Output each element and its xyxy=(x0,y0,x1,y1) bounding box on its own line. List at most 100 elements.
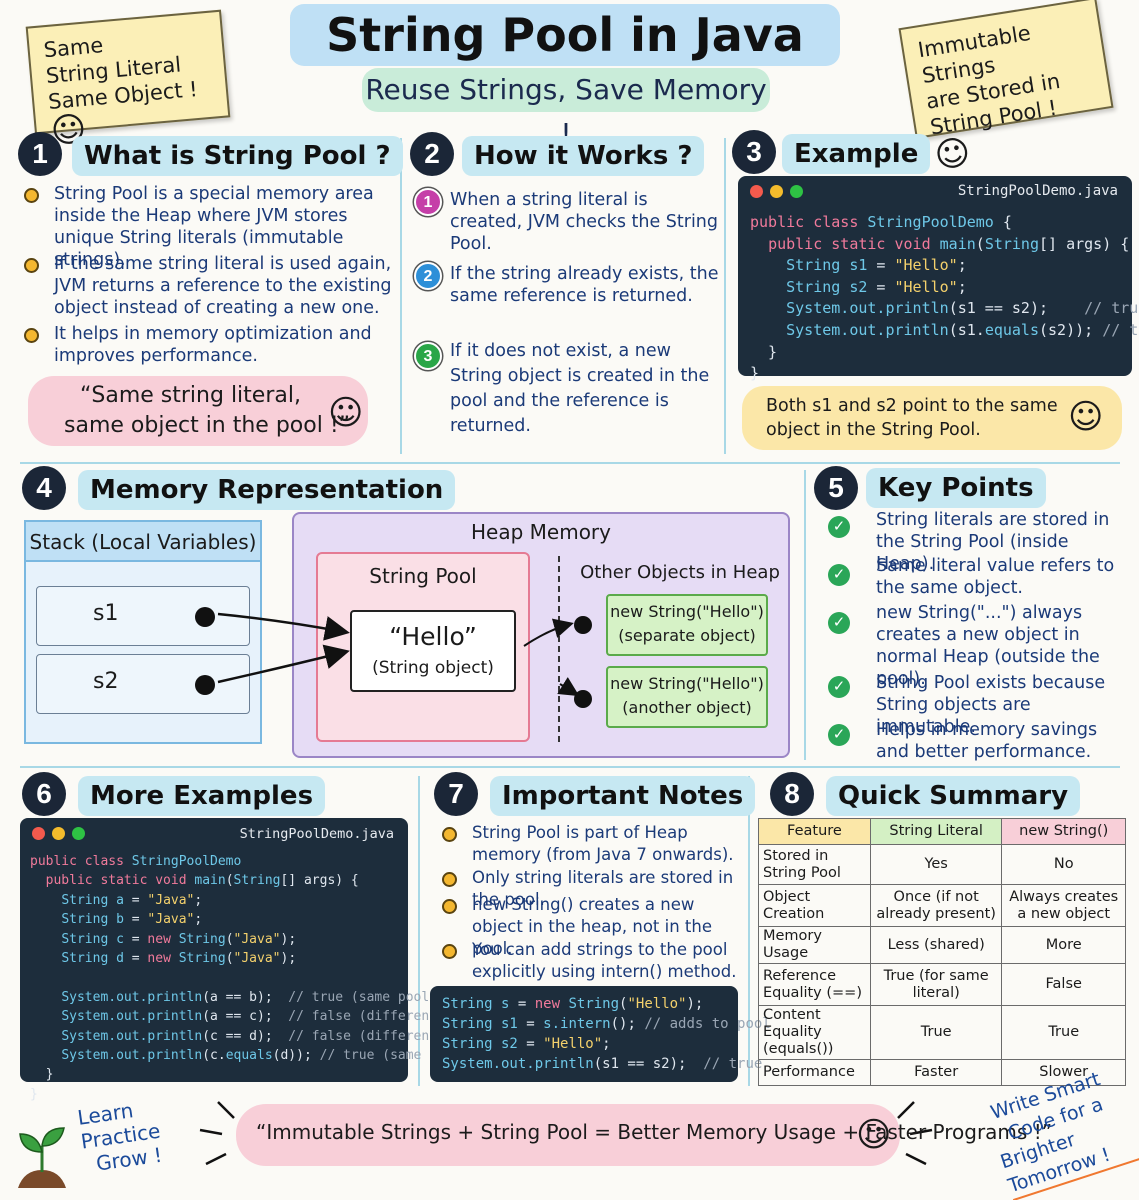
table-row: Reference Equality (==) True (for same l… xyxy=(758,963,1126,1006)
section-number: 2 xyxy=(410,132,454,176)
table-cell: True xyxy=(869,1005,1003,1060)
check-icon: ✓ xyxy=(828,564,850,586)
code-filename: StringPoolDemo.java xyxy=(957,183,1118,199)
emphasis-mark xyxy=(217,1101,235,1119)
list-item: new String("...") always creates a new o… xyxy=(876,603,1100,689)
window-minimize-dot xyxy=(52,827,65,840)
bullet-dot-icon xyxy=(442,872,457,887)
footer-banner: “Immutable Strings + String Pool = Bette… xyxy=(236,1104,1052,1166)
table-cell: Content Equality (equals()) xyxy=(758,1005,871,1060)
list-item: It helps in memory optimization and impr… xyxy=(54,324,372,366)
table-header: String Literal xyxy=(869,818,1003,845)
list-item: String literals are stored in the String… xyxy=(876,510,1110,574)
list-item: new String() creates a new object in the… xyxy=(472,895,713,958)
window-maximize-dot xyxy=(790,185,803,198)
divider xyxy=(558,556,560,742)
code-window: StringPoolDemo.java public class StringP… xyxy=(20,818,500,1102)
check-icon: ✓ xyxy=(828,612,850,634)
divider xyxy=(418,776,420,1086)
check-icon: ✓ xyxy=(828,676,850,698)
window-maximize-dot xyxy=(72,827,85,840)
footer-banner-text: “Immutable Strings + String Pool = Bette… xyxy=(256,1120,1053,1144)
divider xyxy=(20,766,1120,768)
check-icon: ✓ xyxy=(828,724,850,746)
callout-text: Both s1 and s2 point to the same object … xyxy=(766,396,1058,440)
code-snippet: String s = new String("Hello"); String s… xyxy=(430,986,771,1082)
section-title: Memory Representation xyxy=(78,470,456,510)
step-number-badge: 2 xyxy=(414,262,442,290)
table-cell: Once (if not already present) xyxy=(869,884,1003,927)
list-item: Helps in memory savings and better perfo… xyxy=(876,720,1098,762)
stack-title: Stack (Local Variables) xyxy=(26,522,260,562)
list-item: String Pool is part of Heap memory (from… xyxy=(472,823,734,864)
section-title: Important Notes xyxy=(490,776,756,816)
reference-dot-icon xyxy=(195,607,215,627)
table-cell: True xyxy=(1001,1005,1126,1060)
table-cell: Slower xyxy=(1001,1059,1126,1086)
quote-line: same object in the pool !” xyxy=(64,413,351,438)
divider xyxy=(748,776,750,1086)
stack-variable-s2: s2 xyxy=(36,654,250,714)
list-item: You can add strings to the pool explicit… xyxy=(472,940,737,981)
page-title: String Pool in Java xyxy=(290,4,840,66)
step-number-badge: 1 xyxy=(414,188,442,216)
code-filename: StringPoolDemo.java xyxy=(239,826,394,842)
divider xyxy=(724,138,726,454)
table-cell: Memory Usage xyxy=(758,926,871,964)
stack-variable-s1: s1 xyxy=(36,586,250,646)
section-number: 3 xyxy=(732,130,776,174)
step-number-badge: 3 xyxy=(414,342,442,370)
table-cell: Performance xyxy=(758,1059,871,1086)
list-item: String Pool exists because String object… xyxy=(876,673,1106,737)
plant-icon xyxy=(14,1116,70,1188)
section-number: 5 xyxy=(814,466,858,510)
pool-object: “Hello” (String object) xyxy=(350,610,516,692)
table-header-row: Feature String Literal new String() xyxy=(758,818,1126,845)
list-item: Only string literals are stored in the p… xyxy=(472,868,734,909)
table-cell: Reference Equality (==) xyxy=(758,963,871,1006)
heap-object: new String("Hello") (another object) xyxy=(606,666,768,728)
reference-arrow xyxy=(217,612,350,641)
check-icon: ✓ xyxy=(828,516,850,538)
code-block: public class StringPoolDemo { public sta… xyxy=(750,213,1139,383)
table-cell: True (for same literal) xyxy=(869,963,1003,1006)
table-header: new String() xyxy=(1001,818,1126,845)
section-number: 7 xyxy=(434,772,478,816)
emphasis-mark xyxy=(897,1101,915,1119)
bullet-dot-icon xyxy=(442,899,457,914)
list-item: Same literal value refers to the same ob… xyxy=(876,556,1115,598)
string-pool-panel: String Pool “Hello” (String object) xyxy=(316,552,530,742)
bullet-dot-icon xyxy=(442,827,457,842)
emphasis-mark xyxy=(199,1128,223,1136)
reference-arrow xyxy=(557,677,580,697)
reference-arrow xyxy=(523,618,574,647)
emphasis-marks xyxy=(199,1101,933,1166)
table-cell: False xyxy=(1001,963,1126,1006)
divider xyxy=(400,138,402,454)
reference-arrow xyxy=(217,644,350,684)
emphasis-mark xyxy=(905,1152,927,1166)
table-cell: No xyxy=(1001,844,1126,885)
section-title: Quick Summary xyxy=(826,776,1081,816)
table-cell: More xyxy=(1001,926,1126,964)
plant-icon-svg xyxy=(18,1127,66,1188)
heap-object-sub: (separate object) xyxy=(618,626,756,645)
step-text: If the string already exists, the same r… xyxy=(450,264,719,306)
callout-box: Both s1 and s2 point to the same object … xyxy=(742,386,1122,450)
window-minimize-dot xyxy=(770,185,783,198)
table-cell: Always creates a new object xyxy=(1001,884,1126,927)
reference-dot-icon xyxy=(195,675,215,695)
table-row: Memory Usage Less (shared) More xyxy=(758,926,1126,964)
code-block: String s = new String("Hello"); String s… xyxy=(442,996,771,1072)
table-cell: Yes xyxy=(869,844,1003,885)
heap-object: new String("Hello") (separate object) xyxy=(606,594,768,656)
heap-object-label: new String("Hello") xyxy=(610,602,764,621)
bullet-dot-icon xyxy=(24,188,39,203)
table-header: Feature xyxy=(758,818,871,845)
variable-name: s2 xyxy=(93,669,119,694)
reference-dot-icon xyxy=(574,616,592,634)
pool-value: “Hello” xyxy=(389,622,477,651)
stack-panel: Stack (Local Variables) s1 s2 xyxy=(24,520,262,744)
window-close-dot xyxy=(32,827,45,840)
section-title: What is String Pool ? xyxy=(72,136,403,176)
